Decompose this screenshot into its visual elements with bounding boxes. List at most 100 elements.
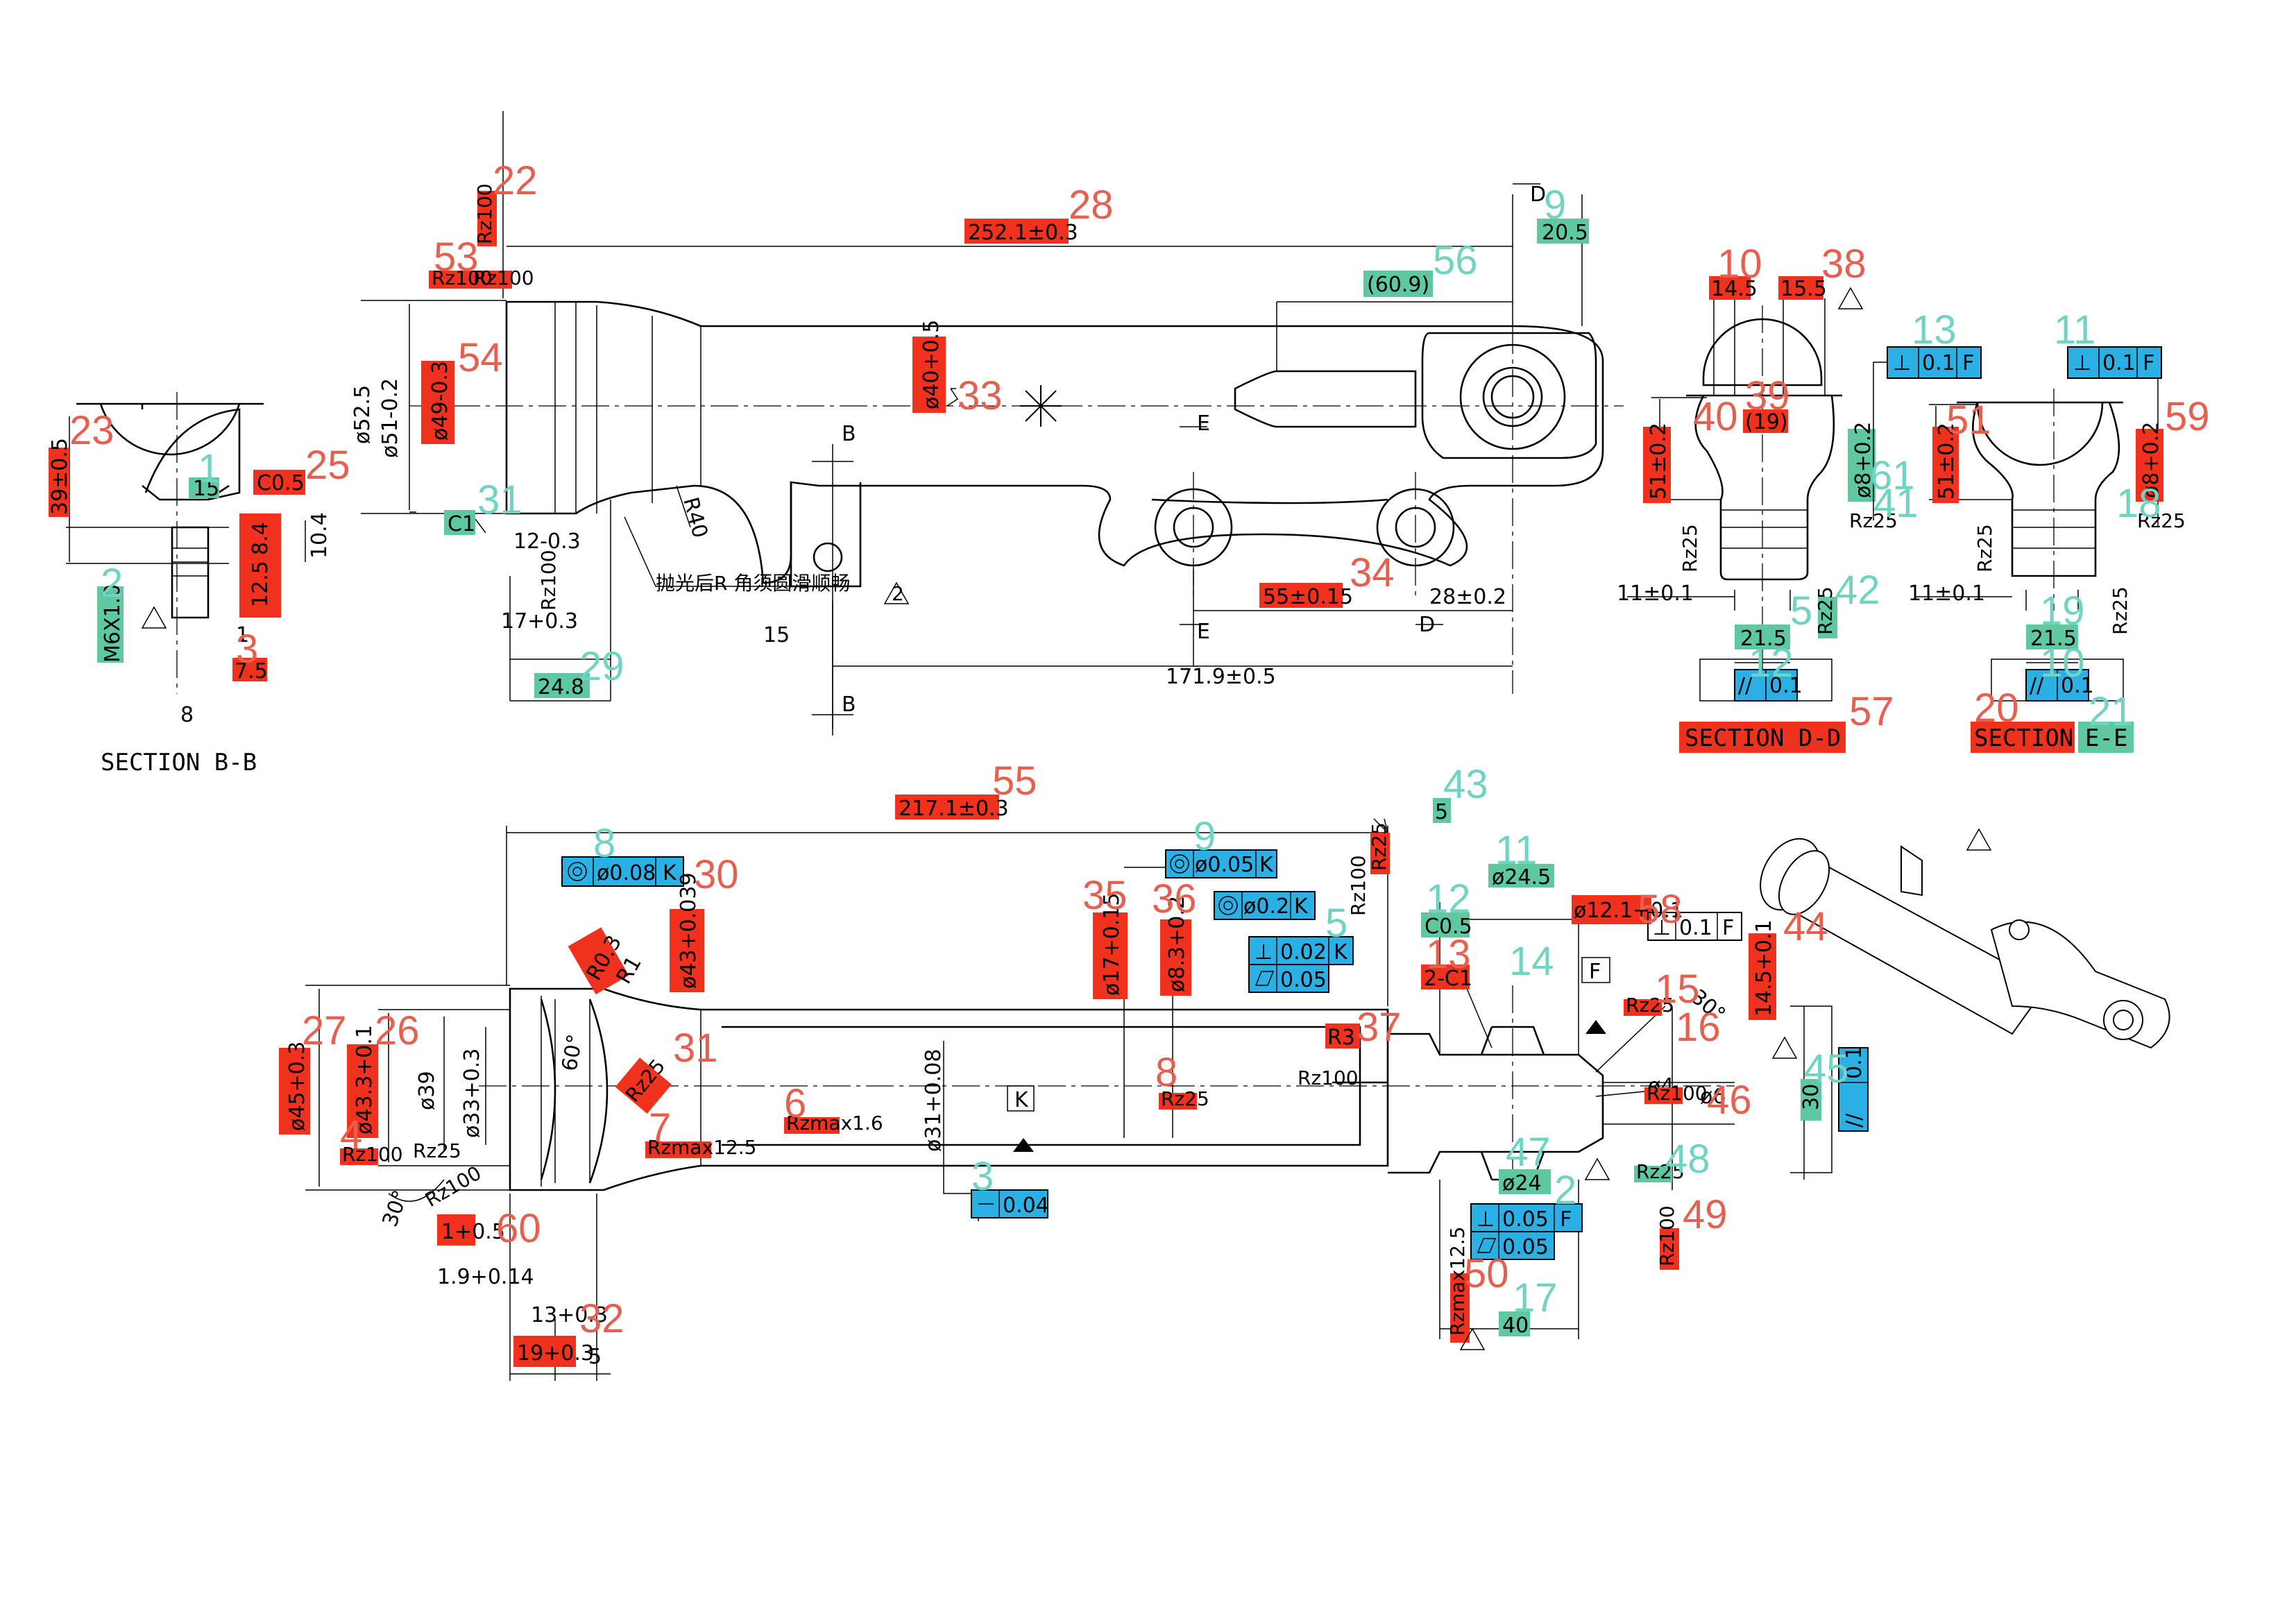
dim-tag <box>1499 1169 1551 1194</box>
roughness-text: Rz100 <box>432 266 493 289</box>
gdt-frame <box>1838 1047 1869 1132</box>
roughness-text: Rz25 <box>1626 994 1674 1017</box>
dim-text: ø49-0.3 <box>428 361 452 441</box>
dim-text: 39±0.5 <box>48 438 72 515</box>
callout-number: 47 <box>1506 1130 1551 1175</box>
callout-number: 38 <box>1821 241 1866 287</box>
callout-number: 3 <box>971 1154 994 1199</box>
roughness-tag <box>340 1148 378 1165</box>
callout-number: 13 <box>1912 307 1957 352</box>
gdt-frame <box>1647 912 1742 941</box>
gdt-value: 0.1 <box>2102 351 2136 375</box>
dim-text: ø24 <box>1502 1171 1542 1196</box>
gdt-frame <box>1214 891 1316 920</box>
dim-text: 19+0.3 <box>517 1341 594 1366</box>
roughness-tag <box>615 1057 672 1114</box>
callout-number: 7 <box>649 1105 671 1150</box>
roughness-text: Rz100 <box>1647 1082 1708 1105</box>
callout-number: 25 <box>305 443 350 488</box>
callout-number: 39 <box>1745 373 1790 418</box>
dim-text: 28±0.2 <box>1429 585 1506 609</box>
dim-text: ø8+0.2 <box>2139 422 2163 498</box>
roughness-text: Rz25 <box>1678 524 1701 572</box>
dim-text: 21.5 <box>2030 627 2077 651</box>
callout-number: 61 <box>1870 453 1915 498</box>
gdt-symbol: // <box>1842 1113 1866 1128</box>
section-letter: E <box>1197 620 1210 644</box>
revision-triangle <box>141 606 167 629</box>
callout-number: 21 <box>2089 689 2134 734</box>
callout-number: 30 <box>694 852 739 897</box>
roughness-tag <box>1660 1228 1679 1270</box>
callout-number: 57 <box>1849 689 1894 734</box>
revision-triangle <box>1966 828 1992 851</box>
roughness-tag <box>1370 833 1390 874</box>
revision-triangle <box>1459 1327 1486 1350</box>
callout-number: 48 <box>1665 1137 1710 1182</box>
dim-text: 252.1±0.3 <box>968 221 1078 245</box>
dim-tag <box>97 586 124 663</box>
section-title-tag <box>2078 722 2134 753</box>
roughness-text: Rz25 <box>1368 822 1391 871</box>
callout-number: 45 <box>1804 1046 1849 1091</box>
dim-text: 60° <box>557 1033 588 1073</box>
callout-number: 13 <box>1426 932 1471 977</box>
dim-tag <box>444 510 475 535</box>
dim-text: (19) <box>1745 410 1788 434</box>
gdt-datum: F <box>1722 916 1734 940</box>
roughness-tag <box>477 191 497 246</box>
dim-tag <box>912 337 946 413</box>
dim-text: ø43.3+0.1 <box>352 1025 377 1135</box>
dim-text: 2-C1 <box>1424 967 1472 991</box>
revision-triangle <box>1584 1157 1610 1180</box>
callout-number: 12 <box>1426 876 1471 921</box>
dim-text: 55±0.15 <box>1263 585 1353 609</box>
roughness-text: Rz100 <box>421 1162 485 1212</box>
gdt-frame <box>561 856 684 887</box>
roughness-text: Rzmax12.5 <box>1446 1227 1469 1336</box>
dim-tag <box>347 1044 378 1138</box>
revision-triangle <box>883 581 910 604</box>
callout-number: 28 <box>1069 182 1114 228</box>
dim-text: R40 <box>678 495 712 541</box>
callout-number: 55 <box>992 758 1037 804</box>
roughness-text: Rz100 <box>1298 1067 1359 1089</box>
dim-tag <box>1743 409 1788 433</box>
dim-text: 8 <box>180 703 194 727</box>
callout-number: 1 <box>198 446 220 491</box>
section-dd-view <box>1627 298 1842 702</box>
section-title: SECTION D-D <box>1685 724 1841 752</box>
callout-number: 5 <box>1790 588 1812 634</box>
callout-number: 16 <box>1676 1005 1721 1050</box>
callout-number: 12 <box>1749 640 1794 686</box>
dim-text: 40 <box>1502 1314 1529 1338</box>
datum-label: K <box>1014 1088 1029 1112</box>
roughness-text: Rzmax12.5 <box>647 1136 757 1159</box>
roughness-text: Rz25 <box>2137 509 2186 532</box>
callout-number: 42 <box>1835 568 1880 613</box>
dim-tag <box>1421 965 1470 989</box>
dim-text: 15 <box>193 477 219 501</box>
gdt-symbol: // <box>1738 674 1753 698</box>
dim-text: 217.1±0.3 <box>899 797 1009 821</box>
section-letter: D <box>1419 613 1435 637</box>
callout-number: 32 <box>579 1296 624 1341</box>
gdt-value: 0.1 <box>2061 674 2094 698</box>
dim-text: ø6 <box>1700 1085 1726 1109</box>
callout-number: 43 <box>1443 762 1488 807</box>
callout-number: 31 <box>673 1026 718 1071</box>
callout-number: 46 <box>1707 1078 1752 1123</box>
dim-tag <box>1421 912 1470 937</box>
dim-tag <box>2136 429 2163 502</box>
callout-number: 4 <box>340 1112 362 1157</box>
callout-number: 15 <box>1655 967 1700 1012</box>
datum-label: F <box>1589 960 1601 984</box>
callout-number: 51 <box>1946 398 1991 443</box>
dim-text: 21.5 <box>1740 627 1787 651</box>
callout-number: 11 <box>1495 828 1537 873</box>
section-title: SECTION B-B <box>101 749 257 776</box>
dim-tag <box>1433 798 1451 823</box>
dim-tag <box>1848 429 1876 502</box>
roughness-tag <box>784 1117 840 1134</box>
dim-text: 8.4 <box>248 522 273 555</box>
